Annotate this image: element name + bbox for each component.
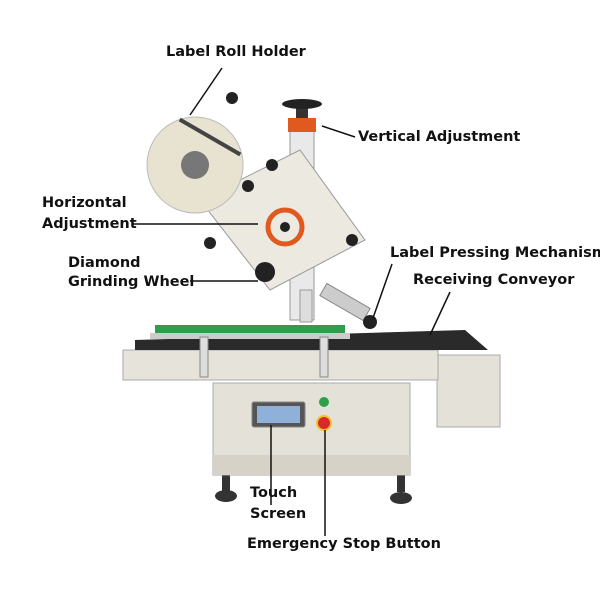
horizontal-adjustment-label-line2: Adjustment bbox=[42, 216, 137, 232]
diamond-grinding-wheel bbox=[255, 262, 275, 282]
receiving-conveyor-label: Receiving Conveyor bbox=[413, 272, 575, 288]
diamond-grinding-wheel-label-line1: Diamond bbox=[68, 255, 141, 271]
horizontal-adjustment-label-line1: Horizontal bbox=[42, 195, 127, 211]
horizontal-adjustment-handwheel bbox=[265, 207, 305, 247]
side-box bbox=[436, 354, 501, 428]
machine-legs bbox=[215, 472, 412, 504]
green-guide-rail bbox=[155, 325, 345, 333]
label-roll-holder-label: Label Roll Holder bbox=[166, 44, 306, 60]
emergency-stop-button-label: Emergency Stop Button bbox=[247, 536, 441, 552]
touch-screen-label-line2: Screen bbox=[250, 506, 307, 522]
label-pressing-mechanism bbox=[319, 282, 371, 322]
conveyor-frame bbox=[122, 349, 439, 381]
receiving-conveyor-belt bbox=[135, 330, 488, 350]
label-pressing-mechanism-label: Label Pressing Mechanism bbox=[390, 245, 600, 261]
diamond-grinding-wheel-label-line2: Grinding Wheel bbox=[68, 274, 195, 290]
emergency-stop-button bbox=[316, 415, 332, 431]
green-start-button bbox=[319, 397, 329, 407]
leader-lines bbox=[133, 67, 451, 536]
vertical-adjustment-label: Vertical Adjustment bbox=[358, 129, 521, 145]
touch-screen-label-line1: Touch bbox=[250, 485, 298, 501]
vertical-adjustment-handwheel bbox=[282, 99, 322, 109]
